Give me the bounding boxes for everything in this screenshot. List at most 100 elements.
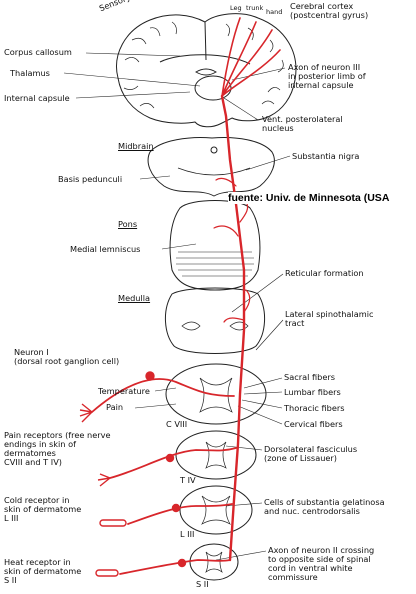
olive-shape (181, 321, 249, 331)
ventricle-shape (195, 68, 217, 76)
label-temperature: Temperature (98, 386, 150, 396)
leader-pain (134, 403, 177, 409)
label-pons: Pons (118, 219, 138, 229)
label-medulla: Medulla (118, 293, 151, 303)
label-thalamus: Thalamus (10, 68, 50, 78)
leader-basis-pedunculi (139, 175, 171, 180)
medulla-branches (223, 289, 251, 323)
leader-corpus-callosum (85, 52, 181, 57)
label-c-viii: C VIII (166, 419, 188, 429)
spinal-cord-c8 (165, 363, 267, 425)
label-dorsolateral-fasciculus: Dorsolateral fasciculus(zone of Lissauer… (264, 444, 358, 463)
spinal-cord-sections (165, 363, 267, 581)
heat-receptor-end (95, 569, 119, 577)
leader-internal-capsule (75, 91, 191, 99)
cold-receptor-end (99, 519, 127, 527)
spinothalamic-pathway (91, 17, 281, 575)
label-cervical-fibers: Cervical fibers (284, 419, 343, 429)
leader-thalamus (63, 72, 201, 87)
leader-cervical (237, 405, 283, 425)
label-neuron-1: Neuron I(dorsal root ganglion cell) (14, 347, 120, 366)
pons-outline (169, 200, 261, 291)
dorsal-root-l3 (127, 503, 233, 525)
ganglion-c8 (145, 371, 155, 381)
leader-axon-neuron-2 (215, 550, 267, 561)
cerebrum-outline (116, 13, 297, 128)
label-lumbar-fibers: Lumbar fibers (284, 387, 341, 397)
label-cerebral-cortex: Cerebral cortex(postcentral gyrus) (290, 1, 369, 20)
label-thoracic-fibers: Thoracic fibers (284, 403, 345, 413)
ganglion-s2 (177, 558, 187, 568)
substantia-nigra-shape (177, 167, 251, 176)
receptor-endings (79, 371, 187, 577)
spinal-cord-l3 (179, 485, 253, 535)
midbrain-section (147, 137, 275, 197)
ganglion-l3 (171, 503, 181, 513)
leader-dorsolateral (225, 445, 263, 451)
temperature-receptor (79, 403, 93, 423)
dorsal-root-c8 (91, 378, 235, 413)
leader-vpl (223, 97, 259, 121)
label-pain: Pain (106, 402, 124, 412)
label-midbrain: Midbrain (118, 141, 154, 151)
radiation-fan (221, 17, 281, 97)
leader-substantia-gel (225, 502, 263, 507)
leader-temperature (154, 387, 177, 392)
leader-axon-neuron-3 (231, 67, 286, 81)
brain-section (116, 13, 297, 128)
leader-substantia-nigra (245, 155, 291, 171)
longitudinal-fissure (204, 21, 207, 61)
gray-matter-c8 (199, 377, 233, 413)
label-trunk: trunk (246, 4, 264, 12)
spinal-cord-s2 (189, 543, 239, 581)
gray-matter-l3 (201, 495, 231, 525)
label-hand: hand (266, 8, 283, 16)
pain-receptor-ending (97, 473, 111, 487)
label-leg: Leg (230, 4, 242, 12)
leader-thoracic (241, 399, 283, 409)
label-corpus-callosum: Corpus callosum (4, 47, 72, 57)
label-internal-capsule: Internal capsule (4, 93, 70, 103)
midbrain-outline (147, 137, 275, 197)
pons-fibers (176, 251, 254, 277)
medulla-outline (165, 287, 265, 354)
label-medial-lemniscus: Medial lemniscus (70, 244, 141, 254)
leader-lines (63, 52, 291, 561)
ascending-tract (220, 94, 246, 562)
thalamus-shape (194, 75, 232, 101)
leader-sacral (243, 377, 283, 389)
aqueduct (210, 146, 218, 154)
label-basis-pedunculi: Basis pedunculi (58, 174, 123, 184)
cortical-gyri (123, 21, 284, 109)
dorsal-root-t4 (109, 447, 237, 479)
leader-lumbar (243, 391, 283, 395)
gray-matter-t4 (205, 441, 227, 469)
leader-reticular (231, 273, 284, 313)
ganglion-t4 (165, 453, 175, 463)
source-note: fuente: Univ. de Minnesota (USA (228, 192, 414, 204)
label-sacral-fibers: Sacral fibers (284, 372, 335, 382)
pons-section (169, 200, 261, 291)
leader-medial-lemniscus (161, 243, 197, 250)
corpus-callosum-shape (159, 54, 251, 65)
lemniscus-branches (213, 177, 249, 237)
label-t-iv: T IV (180, 475, 196, 485)
gray-matter-s2 (205, 551, 223, 574)
spinal-cord-t4 (175, 430, 257, 480)
label-s-ii: S II (196, 579, 209, 589)
medulla-section (165, 287, 265, 354)
leader-lateral-tract (255, 319, 284, 351)
dorsal-root-s2 (119, 559, 231, 575)
label-l-iii: L III (180, 529, 195, 539)
label-substantia-nigra: Substantia nigra (292, 151, 360, 161)
label-reticular-formation: Reticular formation (285, 268, 364, 278)
